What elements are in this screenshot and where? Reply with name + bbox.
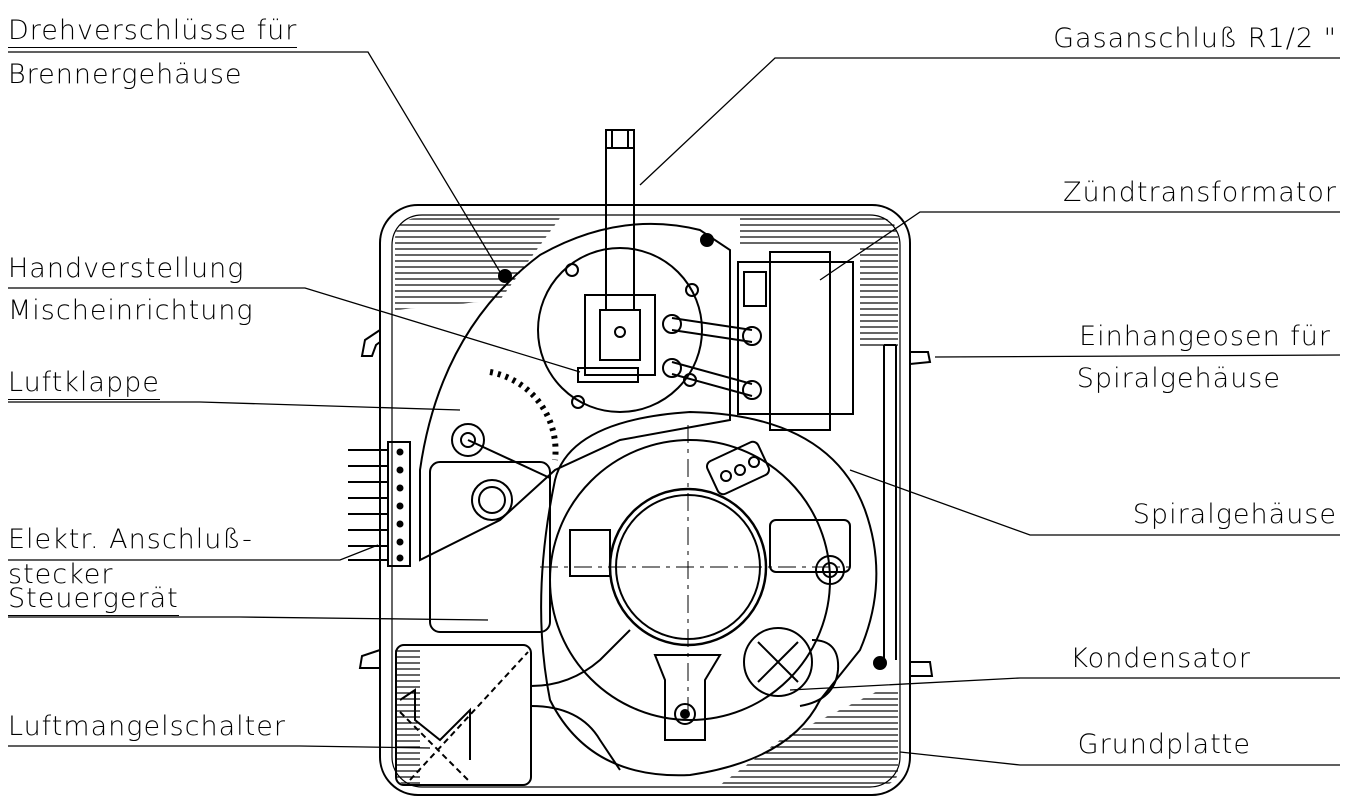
cable-eye-1 (663, 315, 681, 333)
mixing-head-plate (538, 248, 702, 412)
mount-bolt-right (816, 556, 844, 584)
leader-handverstellung (8, 288, 580, 372)
hatch-bottom-left (395, 650, 420, 785)
bolt-1 (566, 264, 578, 276)
label-drehverschluesse-line1: Drehverschlüsse für (8, 15, 298, 48)
terminal-block (705, 440, 771, 496)
quarter-turn-fastener-2 (701, 234, 713, 246)
label-steuergeraet: Steuergerät (8, 583, 179, 616)
label-luftklappe: Luftklappe (8, 367, 160, 400)
mount-bracket-left (570, 530, 610, 576)
pressure-tube-1 (531, 630, 630, 686)
capacitor-strap (800, 640, 838, 706)
transformer-terminal (744, 272, 766, 306)
bolt-2 (686, 284, 698, 296)
hatch-bottom-right (720, 690, 898, 785)
control-unit (430, 462, 550, 632)
control-unit-knob (472, 480, 512, 520)
connector-dots (396, 448, 404, 562)
bolt-4 (572, 396, 584, 408)
label-handverstellung-line2: Mischeinrichtung (8, 295, 254, 326)
electric-connector (388, 442, 410, 566)
label-kondensator: Kondensator (1070, 643, 1251, 674)
air-flap-pivot (452, 424, 484, 456)
leader-luftklappe (8, 402, 460, 410)
terminal-1 (721, 471, 731, 481)
leader-gasanschluss (640, 58, 1340, 185)
hand-adjust-inner (600, 310, 640, 360)
leader-elektr (8, 545, 378, 560)
air-flap-pivot-inner (461, 433, 475, 447)
burner-housing-contour (420, 224, 730, 560)
air-pressure-switch (396, 645, 531, 785)
capacitor-x2 (758, 642, 798, 682)
label-gasanschluss: Gasanschluß R1/2 " (1053, 23, 1337, 54)
lower-bracket (655, 655, 720, 740)
leader-lines (8, 52, 1340, 765)
terminal-3 (749, 457, 759, 467)
label-elektr-line2: stecker (8, 559, 114, 590)
cable-eye-2 (743, 327, 761, 345)
leader-kondensator (790, 678, 1340, 690)
pressure-switch-diag-1 (410, 652, 528, 780)
cable-eye-3 (663, 359, 681, 377)
capacitor (744, 628, 812, 696)
hook-left-top (362, 330, 380, 356)
hand-adjust-base (578, 368, 638, 382)
base-plate (380, 205, 910, 795)
hand-adjust-pin (615, 327, 625, 337)
quarter-turn-fastener-1 (499, 270, 511, 282)
label-einhangeosen-line1: Einhangeosen für (1079, 321, 1331, 352)
leader-zuendtransformator (820, 212, 1340, 280)
hand-adjust-block (585, 295, 655, 375)
leader-grundplatte (900, 752, 1340, 765)
hook-right-top (910, 352, 930, 364)
label-spiralgehaeuse: Spiralgehäuse (1132, 499, 1337, 530)
lower-bracket-bolt (675, 704, 695, 724)
hatch-top-left (395, 218, 560, 310)
ignition-cable-1 (672, 318, 752, 342)
quarter-turn-fastener-3 (874, 657, 886, 669)
leader-luftmangelschalter (8, 746, 430, 748)
hook-right-bottom (910, 662, 932, 676)
control-unit-knob-inner (479, 487, 505, 513)
fan-outer-ring (550, 440, 830, 720)
mount-bracket-right (770, 520, 850, 572)
spiral-housing (541, 412, 876, 775)
leader-einhangeosen (935, 355, 1340, 357)
label-einhangeosen-line2: Spiralgehäuse (1076, 363, 1281, 394)
lower-bracket-bolt-inner (681, 710, 689, 718)
air-flap-scale (490, 372, 556, 460)
air-flap-lever (468, 440, 550, 478)
pressure-switch-diag-2 (400, 712, 470, 782)
leader-drehverschluesse (8, 52, 500, 272)
connector-pins (348, 450, 388, 560)
transformer-core (770, 252, 830, 430)
label-grundplatte: Grundplatte (1077, 729, 1251, 760)
label-luftmangelschalter: Luftmangelschalter (8, 711, 286, 742)
ignition-transformer (738, 262, 853, 414)
terminal-2 (735, 465, 745, 475)
gas-pipe (606, 130, 634, 310)
leader-spiralgehaeuse (850, 470, 1340, 535)
label-drehverschluesse-line2: Brennergehäuse (8, 59, 243, 90)
cable-eye-4 (743, 381, 761, 399)
label-zuendtransformator: Zündtransformator (1063, 177, 1337, 208)
leader-steuergeraet (8, 617, 488, 620)
pressure-switch-inner (400, 690, 470, 760)
base-plate-inner (392, 215, 900, 787)
pressure-tube-2 (531, 706, 620, 770)
hook-left-bottom (360, 650, 380, 668)
label-handverstellung-line1: Handverstellung (8, 253, 245, 284)
label-elektr-line1: Elektr. Anschluß- (8, 524, 253, 555)
mount-bolt-right-inner (823, 563, 837, 577)
hatch-top-right (740, 218, 898, 350)
